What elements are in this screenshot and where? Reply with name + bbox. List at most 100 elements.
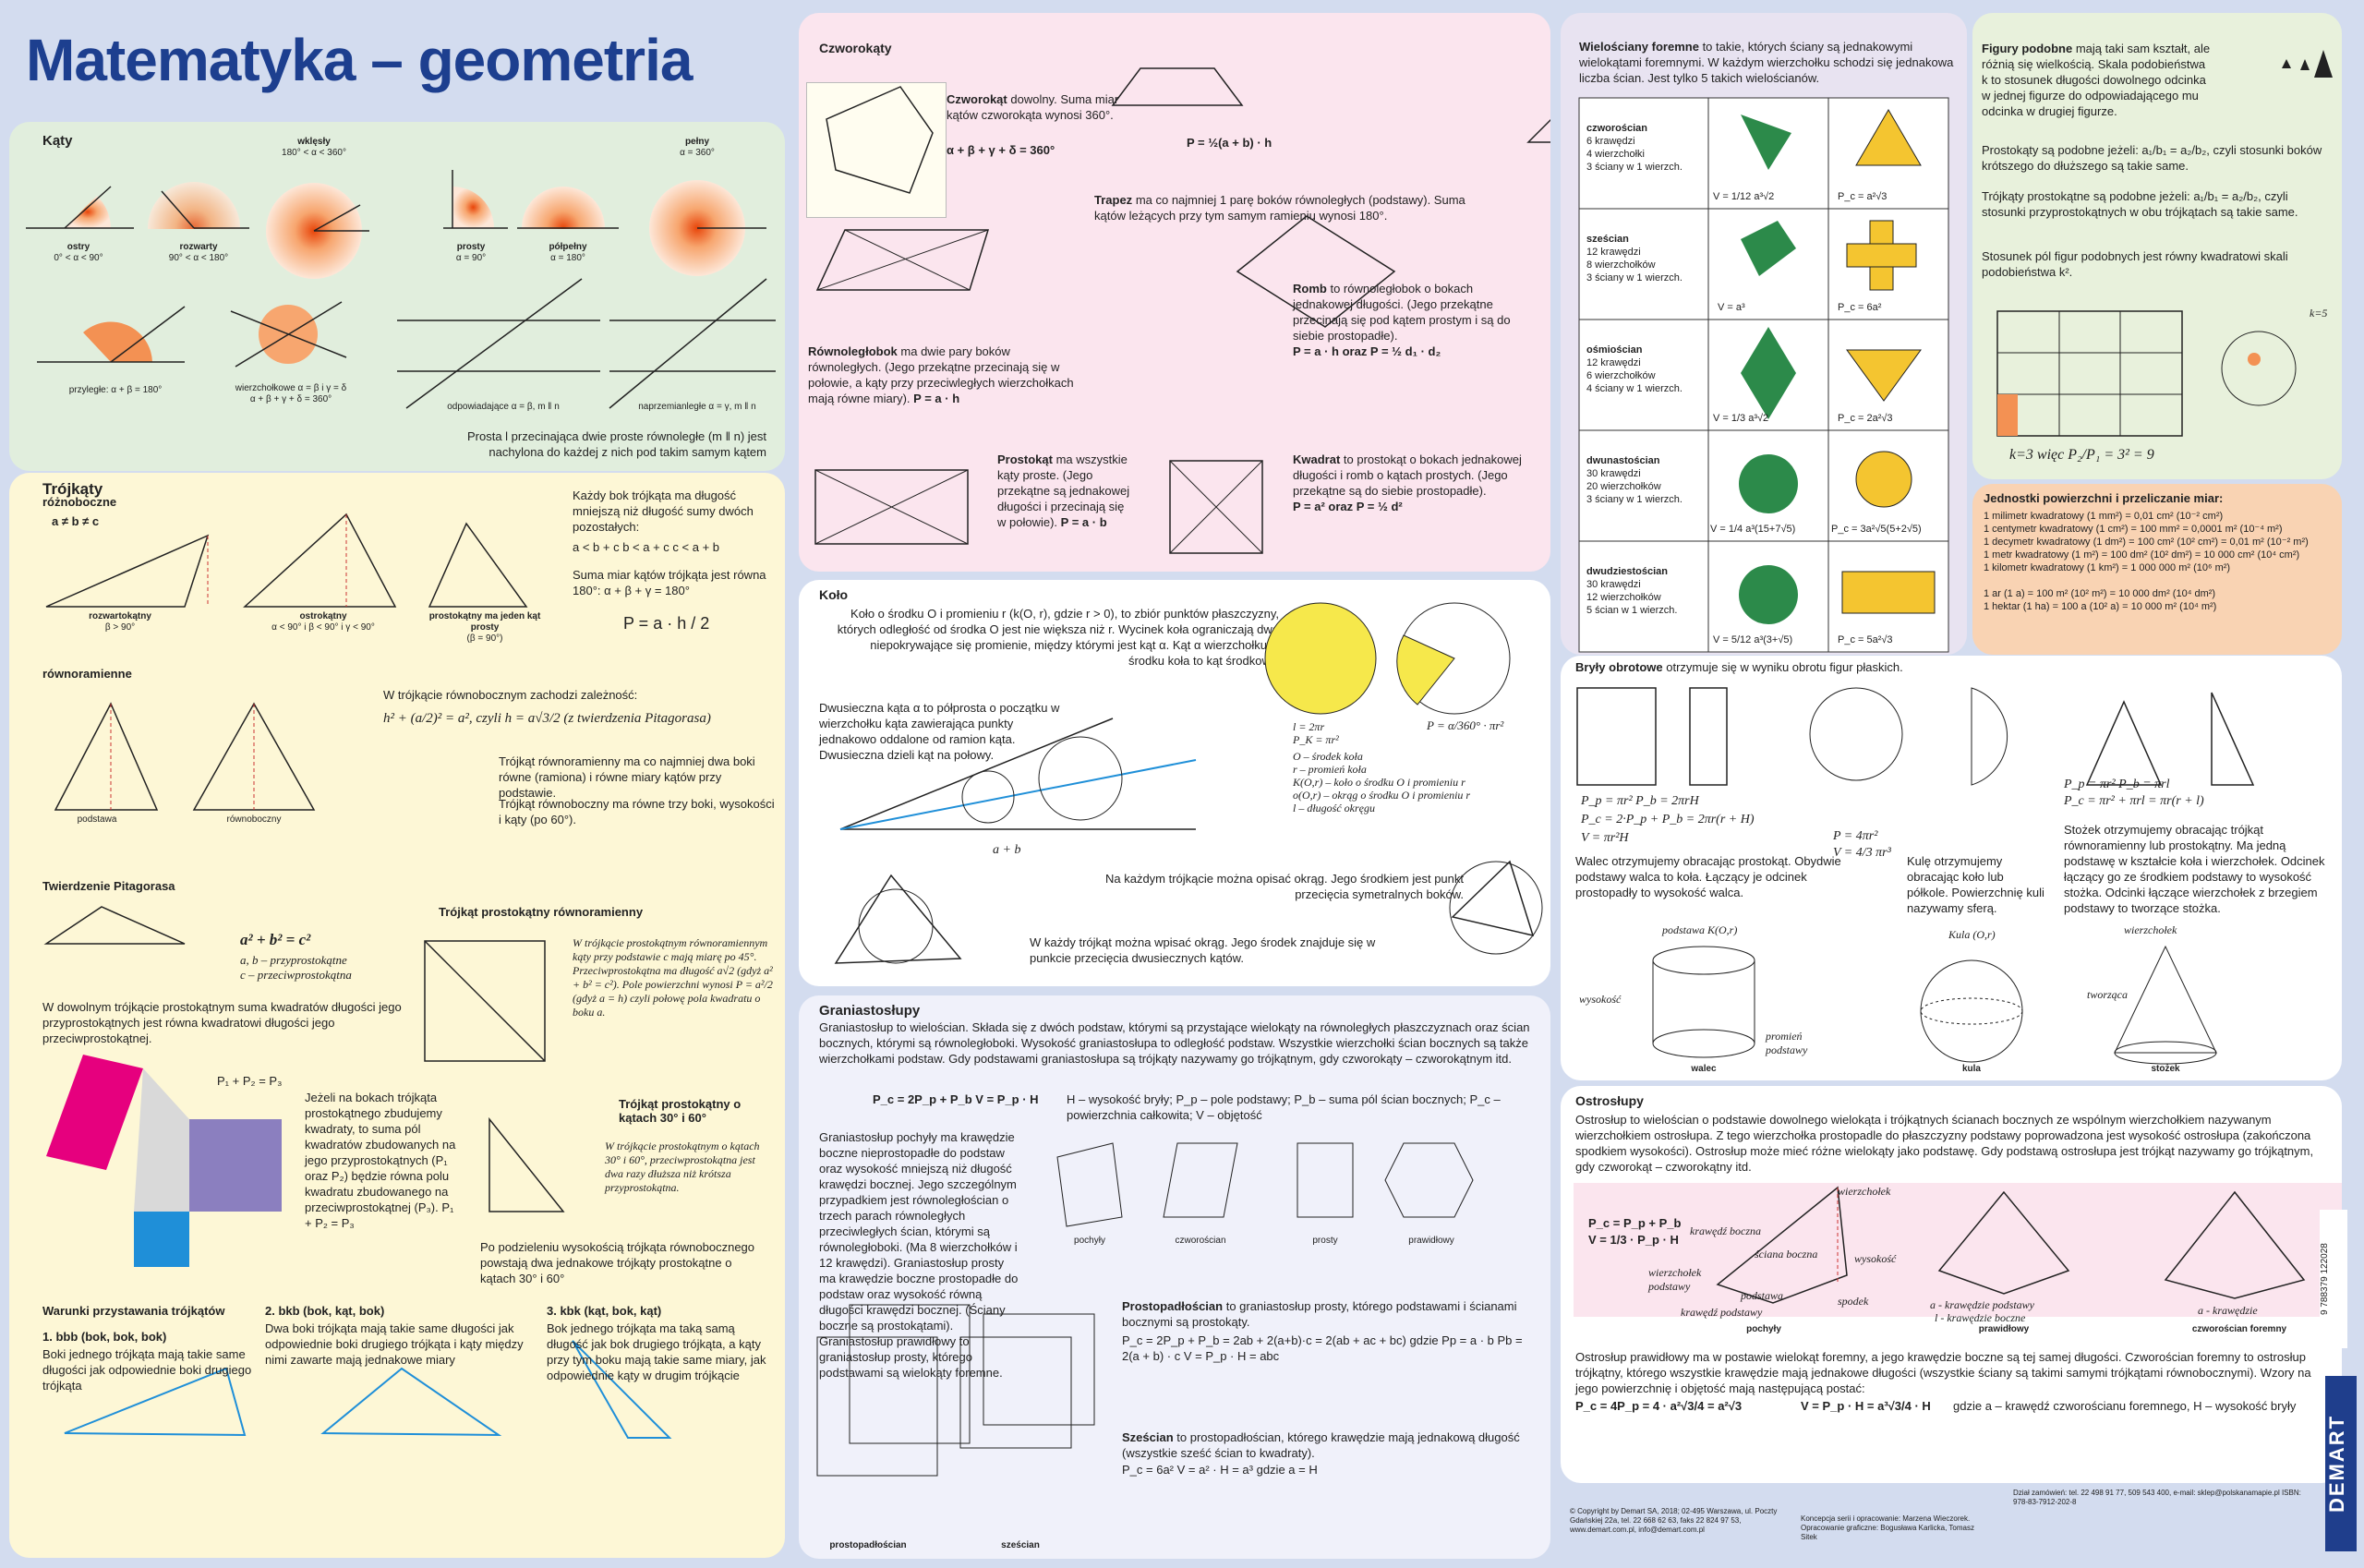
bbb-text: Boki jednego trójkąta mają takie same dł…: [42, 1347, 252, 1393]
kolo-panel: Koło Koło o środku O i promieniu r (k(O,…: [799, 580, 1550, 986]
katy-naprzemianlegle: naprzemianległe α = γ, m ǁ n: [638, 402, 756, 412]
pitagoras-ab: a, b – przyprostokątne: [240, 953, 347, 967]
tworzaca-label: tworząca: [2087, 988, 2129, 1001]
zaleznosc-text: W trójkącie równobocznym zachodzi zależn…: [383, 688, 638, 702]
a-kraw2-label: a - krawędzie: [2198, 1304, 2258, 1317]
kbk-heading: 3. kbk (kąt, bok, kąt): [547, 1304, 662, 1318]
podobne-t3: Trójkąty prostokątne są podobne jeżeli: …: [1982, 189, 2298, 219]
czworoscian-cap: czworościan: [1175, 1236, 1226, 1246]
prostopadl-text: Prostopadłościan to graniastosłup prosty…: [1122, 1299, 1517, 1329]
kula-formula: P = 4πr²: [1833, 829, 1878, 843]
ostro-krawedz-podstawy: krawędź podstawy: [1681, 1306, 1763, 1319]
bryly-panel: Bryły obrotowe otrzymuje się w wyniku ob…: [1561, 656, 2342, 1080]
walec-cap: walec: [1691, 1064, 1717, 1074]
graniastoslupy-def: Graniastosłup to wielościan. Składa się …: [819, 1020, 1530, 1066]
rownoramienne-label: równoramienne: [42, 667, 132, 681]
wycinek-formula: P = α/360° · πr²: [1427, 718, 1504, 732]
dwusieczna-text: Dwusieczna kąta α to półprosta o początk…: [819, 701, 1060, 762]
pitagoras-c: c – przeciwprostokątna: [240, 968, 352, 982]
ostroslupy-def: Ostrosłup to wielościan o podstawie dowo…: [1575, 1113, 2314, 1174]
trapez-fig: [1099, 31, 1270, 179]
footer-copyright: © Copyright by Demart SA, 2018; 02-495 W…: [1570, 1507, 1778, 1534]
ostroslupy-heading: Ostrosłupy: [1575, 1093, 1644, 1108]
bbb-heading: 1. bbb (bok, bok, bok): [42, 1330, 167, 1344]
warunki-heading: Warunki przystawania trójkątów: [42, 1304, 225, 1318]
p-szescian: P_c = 6a²: [1838, 302, 1882, 313]
p-dwunastoscian: P_c = 3a²√5(5+2√5): [1831, 524, 1922, 535]
walec-text: Walec otrzymujemy obracając prostokąt. O…: [1575, 854, 1841, 899]
dowolny-fig: [806, 82, 947, 218]
stozek-formula: P_p = πr² P_b = πrl: [2064, 778, 2170, 791]
pitagoras-formula: a² + b² = c²: [240, 931, 311, 948]
ostroslupy-figbox: [1574, 1183, 2342, 1317]
bkb-heading: 2. bkb (bok, kąt, bok): [265, 1304, 385, 1318]
ostroslupy-figures: [1716, 1186, 2306, 1304]
romb-text: Romb to równoległobok o bokach jednakowe…: [1293, 282, 1511, 358]
ineq-text: a < b + c b < a + c c < a + b: [573, 540, 719, 554]
kwadraty-text: Jeżeli na bokach trójkąta prostokątnego …: [305, 1091, 456, 1230]
katy-przylegle: przyległe: α + β = 180°: [68, 385, 163, 395]
prostokat-text: Prostokąt ma wszystkie kąty proste. (Jeg…: [997, 452, 1130, 529]
prostorown-text: W trójkącie prostokątnym równoramiennym …: [573, 936, 773, 1019]
kula-text: Kulę otrzymujemy obracając koło lub półk…: [1907, 854, 2044, 915]
kula-k-label: Kula (O,r): [1948, 928, 1996, 941]
dowolny-text: Czworokąt dowolny. Suma miar kątów czwor…: [947, 92, 1119, 122]
stozek-cap: stożek: [2151, 1064, 2180, 1074]
wpisany-text: W każdy trójkąt można wpisać okrąg. Jego…: [1030, 935, 1376, 965]
czworokaty-panel: Czworokąty Czworokąt dowolny. Suma miar …: [799, 13, 1550, 572]
ostro-wierzch-podstawy: wierzchołek podstawy: [1648, 1266, 1702, 1293]
walec-formula: P_p = πr² P_b = 2πrH: [1581, 794, 1699, 808]
dowolny-formula: α + β + γ + δ = 360°: [947, 143, 1055, 157]
rownoramienny-text: Trójkąt równoramienny ma co najmniej dwa…: [499, 754, 755, 800]
bryly-figures: [1576, 687, 2255, 1065]
czworoscian-foremny-cap: czworościan foremny: [2191, 1324, 2287, 1334]
kwadrat-text: Kwadrat to prostokąt o bokach jednakowej…: [1293, 452, 1522, 513]
wierzcholek-label: wierzchołek: [2124, 923, 2177, 936]
jednostki-panel: Jednostki powierzchni i przeliczanie mia…: [1972, 484, 2342, 655]
k30-note: Po podzieleniu wysokością trójkąta równo…: [480, 1240, 755, 1285]
bkb-text: Dwa boki trójkąta mają takie same długoś…: [265, 1321, 524, 1367]
wysokosc-label: wysokość: [1579, 993, 1622, 1006]
podstawa-label: podstawa: [77, 814, 117, 825]
trapez-formula: P = ½(a + b) · h: [1187, 136, 1272, 150]
szescian-text: Sześcian to prostopadłościan, którego kr…: [1122, 1430, 1520, 1460]
pochyly-cap: pochyły: [1074, 1236, 1105, 1246]
graniastoslupy-f1: P_c = 2P_p + P_b V = P_p · H: [873, 1092, 1039, 1106]
demart-logo: DEMART: [2325, 1376, 2357, 1551]
bryly-heading: Bryły obrotowe otrzymuje się w wyniku ob…: [1575, 660, 1903, 674]
v-czworoscian: V = 1/12 a³√2: [1713, 191, 1775, 202]
jednostki-heading: Jednostki powierzchni i przeliczanie mia…: [1984, 491, 2224, 505]
prostopadl-formula: P_c = 2P_p + P_b = 2ab + 2(a+b)·c = 2(ab…: [1122, 1333, 1523, 1363]
prostopadl-cap: prostopadłościan: [829, 1540, 907, 1550]
ostroslupy-gdzie: gdzie a – krawędź czworościanu foremnego…: [1953, 1399, 2297, 1413]
ostro-podstawa: podstawa: [1741, 1289, 1784, 1302]
isbn-barcode: 9 788379 122028: [2320, 1210, 2347, 1348]
stozek-formula2: P_c = πr² + πrl = πr(r + l): [2064, 794, 2204, 808]
podobne-figures: [1996, 50, 2333, 437]
pitagoras-text: W dowolnym trójkącie prostokątnym suma k…: [42, 1000, 402, 1045]
katy-heading: Kąty: [42, 133, 73, 149]
podobne-panel: Figury podobne mają taki sam kształt, al…: [1972, 13, 2342, 479]
suma-text: Suma miar kątów trójkąta jest równa 180°…: [573, 568, 766, 597]
p-formula: P₁ + P₂ = P₃: [217, 1074, 283, 1088]
kolo-heading: Koło: [819, 587, 849, 602]
kula-cap: kula: [1961, 1064, 1981, 1074]
stozek-text: Stożek otrzymujemy obracając trójkąt rów…: [2064, 823, 2325, 915]
rownoleglobok-text: Równoległobok ma dwie pary boków równole…: [808, 344, 1074, 405]
czworokaty-figures: [814, 67, 1550, 554]
podobne-t1: Figury podobne mają taki sam kształt, al…: [1982, 42, 2211, 118]
v-osmioscian: V = 1/3 a³√2: [1713, 413, 1769, 424]
ostro-sciana-boczna: ściana boczna: [1755, 1248, 1818, 1260]
katy-odpowiadajace: odpowiadające α = β, m ǁ n: [447, 402, 560, 412]
kolo-figures: [834, 602, 1543, 964]
podobne-t2: Prostokąty są podobne jeżeli: a₁/b₁ = a₂…: [1982, 143, 2322, 173]
graniastoslupy-panel: Graniastosłupy Graniastosłup to wielości…: [799, 995, 1550, 1559]
trojkaty-heading: Trójkąty: [42, 480, 103, 498]
p-czworoscian: P_c = a²√3: [1838, 191, 1888, 202]
ostroslupy-vf: V = P_p · H = a³√3/4 · H: [1801, 1399, 1931, 1413]
ostro-wysokosc: wysokość: [1854, 1252, 1897, 1265]
